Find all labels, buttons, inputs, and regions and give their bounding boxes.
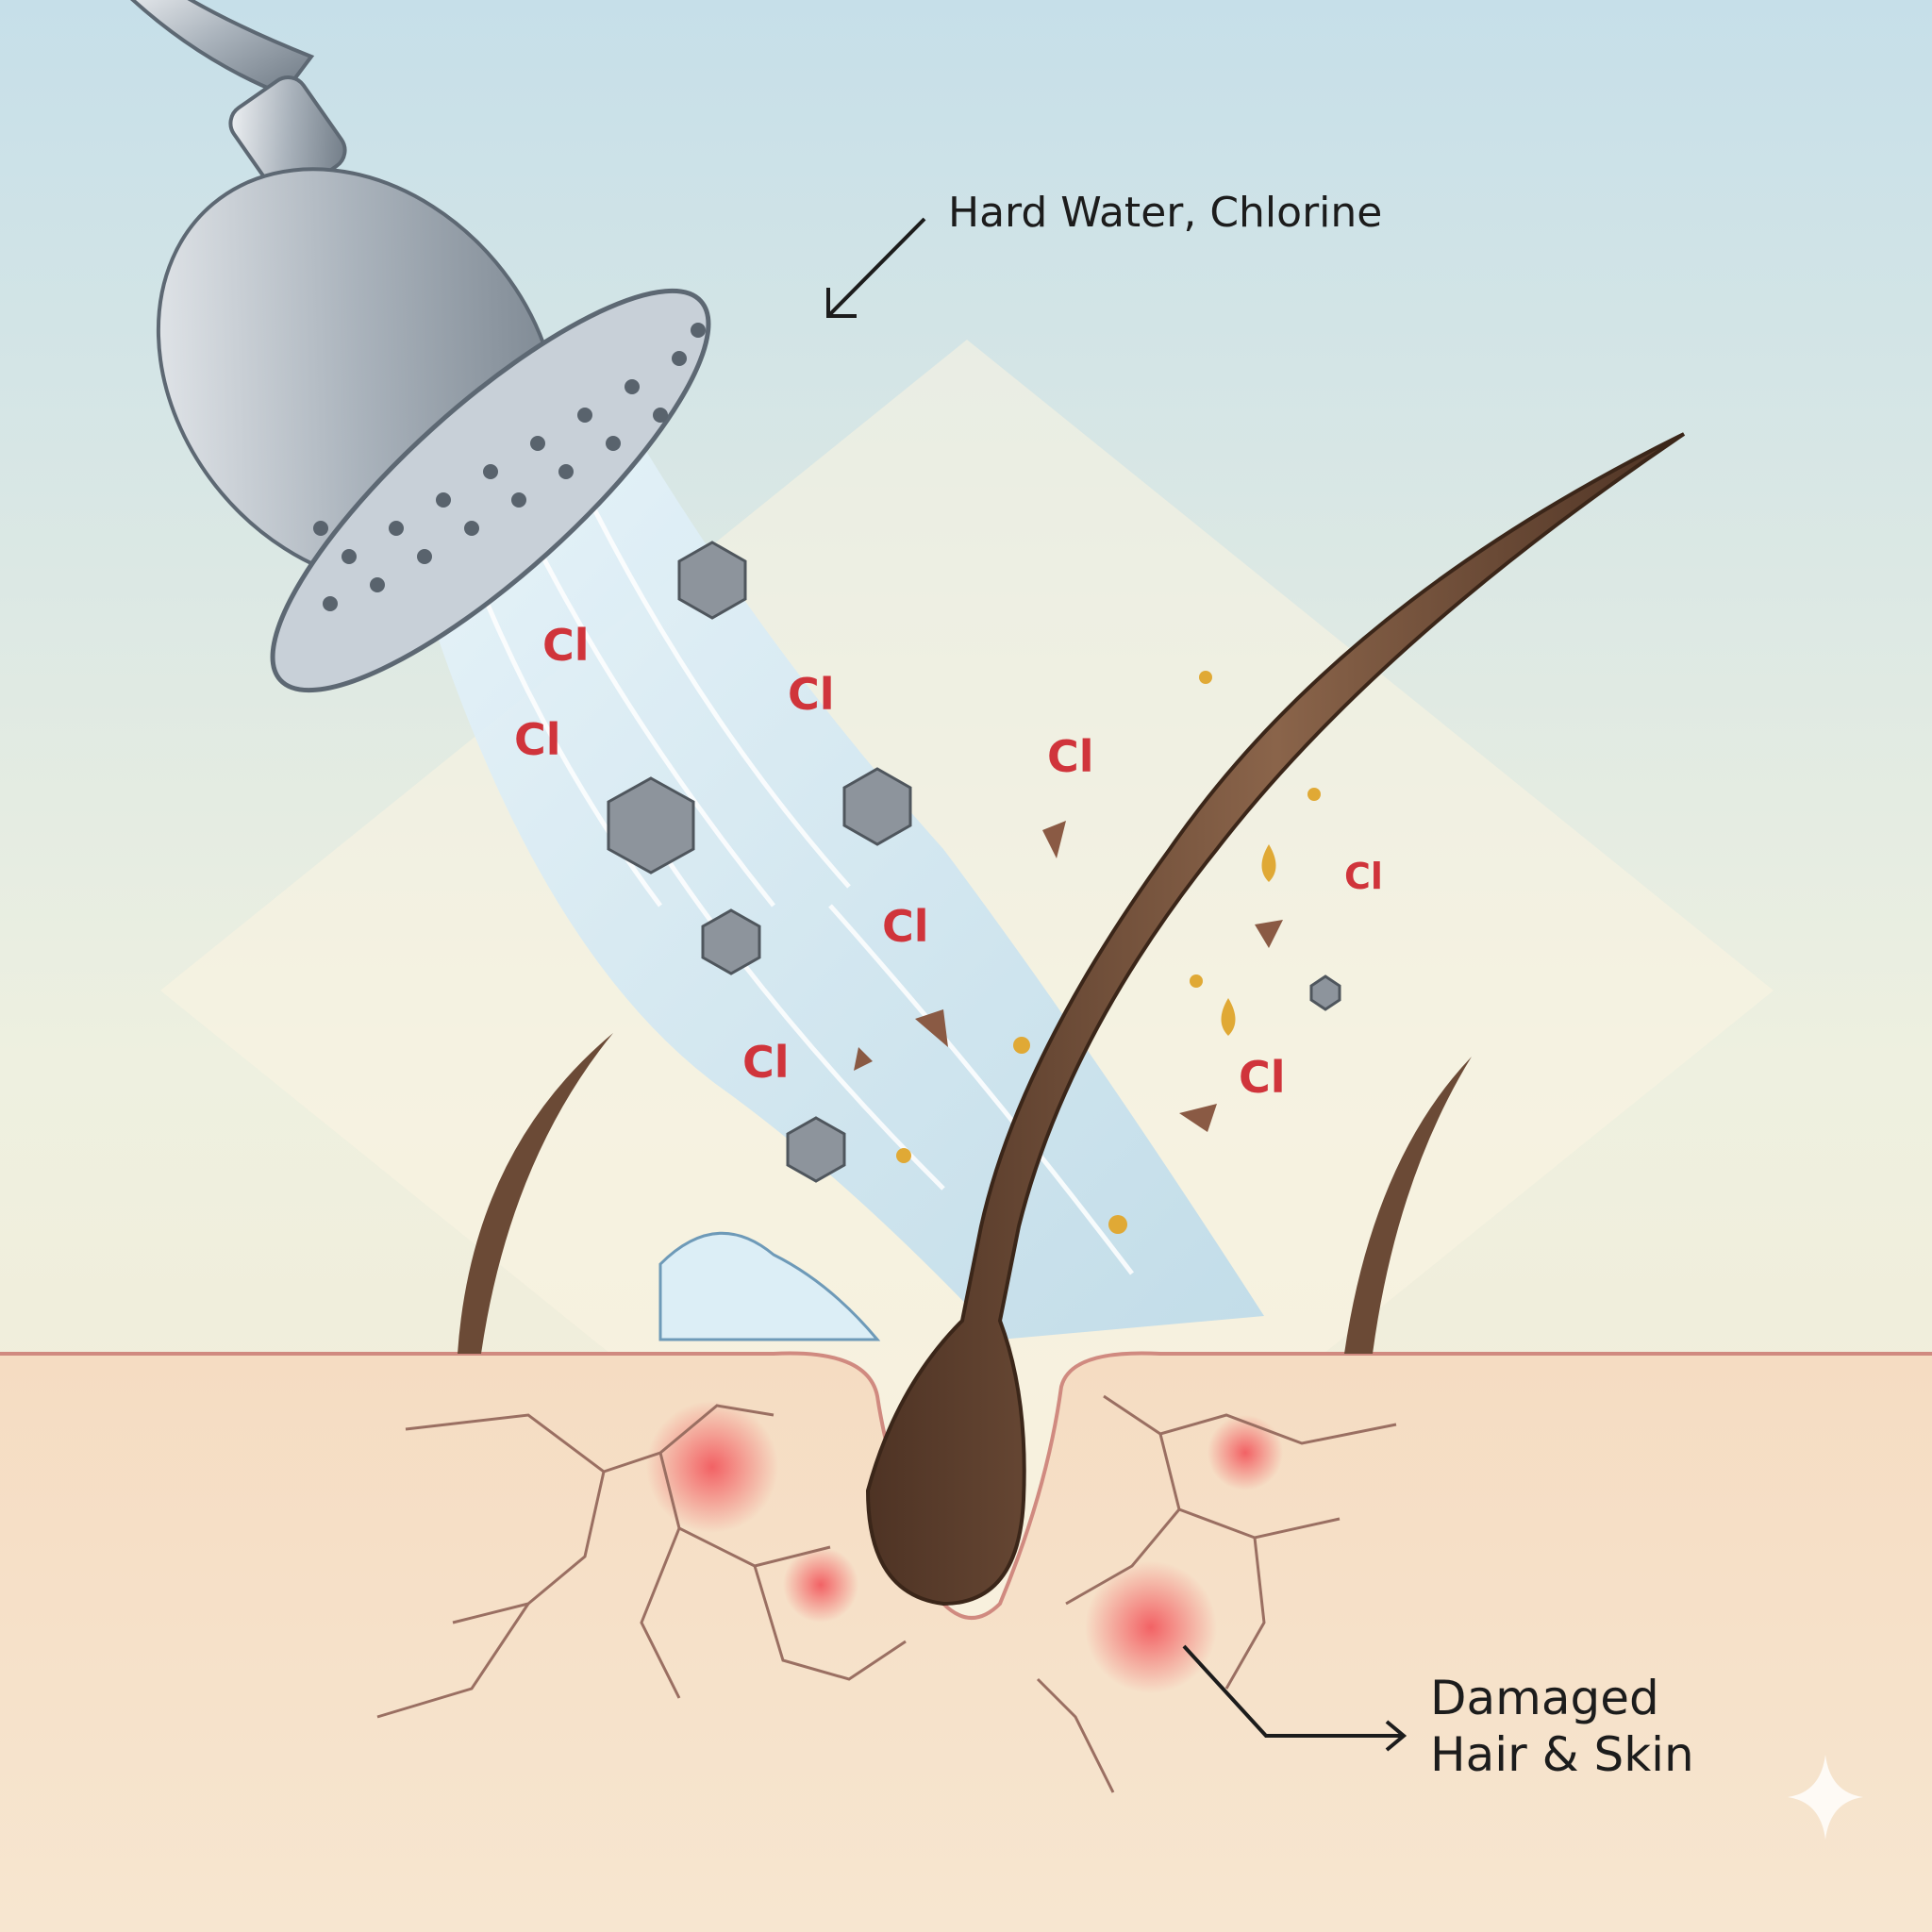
callout-arrow-top — [826, 217, 926, 318]
skin-cracks — [376, 1394, 1397, 1793]
chlorine-label: Cl — [1344, 856, 1383, 897]
callout-arrow-bottom — [1182, 1644, 1407, 1752]
sparkle-icon — [1788, 1755, 1863, 1840]
label-line-1: Damaged — [1430, 1671, 1659, 1725]
chlorine-label: Cl — [882, 901, 929, 952]
chlorine-label: Cl — [514, 714, 561, 765]
chlorine-label: Cl — [742, 1037, 790, 1088]
side-hair-left — [458, 1033, 613, 1354]
damaged-hair-strand — [865, 432, 1686, 1607]
label-line-2: Hair & Skin — [1430, 1727, 1694, 1782]
hair-fragments — [854, 821, 1283, 1132]
mineral-crystal-icon — [607, 541, 1341, 1183]
shower-head-icon — [130, 0, 711, 693]
skin-outline — [0, 1351, 1932, 1620]
side-hair-right — [1344, 1057, 1472, 1354]
chlorine-label: Cl — [1239, 1052, 1286, 1103]
skin-inflammation — [646, 1401, 1283, 1693]
chlorine-label: Cl — [788, 669, 835, 720]
chlorine-label: Cl — [1047, 731, 1094, 782]
oil-droplets — [896, 671, 1321, 1234]
water-streaks — [469, 489, 1134, 1275]
skin-surface — [0, 1353, 1932, 1932]
chlorine-labels: Cl Cl Cl Cl Cl Cl Cl Cl — [514, 620, 1383, 1103]
label-hard-water-chlorine: Hard Water, Chlorine — [948, 189, 1383, 237]
label-damaged-hair-skin: Damaged Hair & Skin — [1430, 1670, 1694, 1783]
water-splash — [658, 1231, 881, 1341]
chlorine-label: Cl — [542, 620, 590, 671]
